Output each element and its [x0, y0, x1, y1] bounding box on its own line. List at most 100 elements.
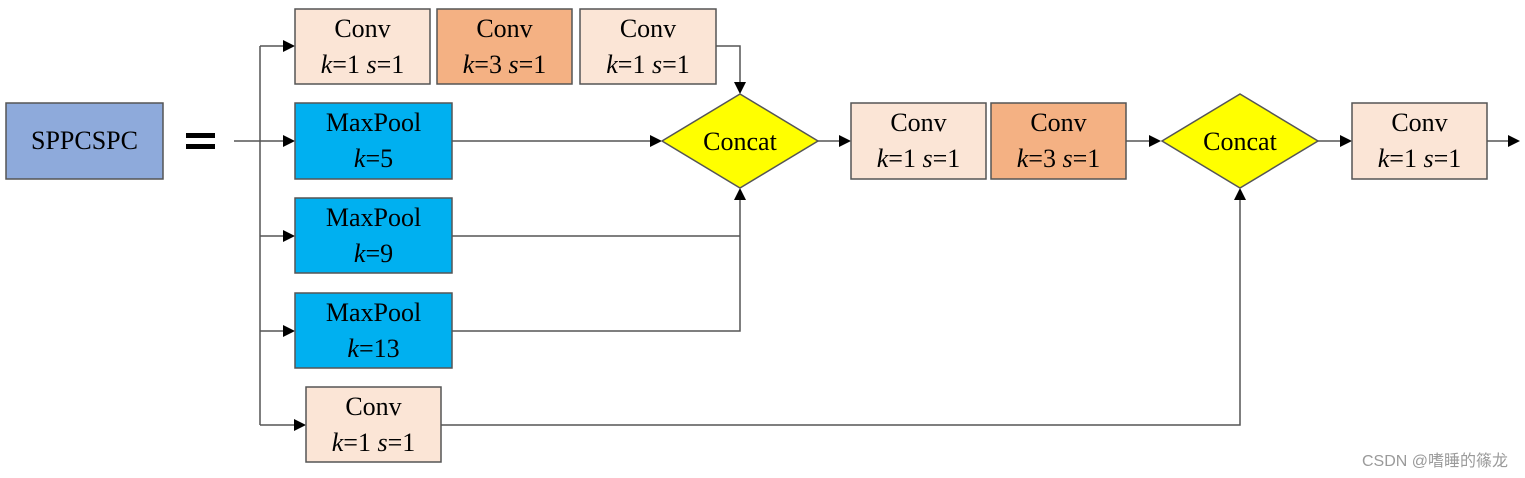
param-key: k	[347, 334, 359, 363]
watermark: CSDN @嗜睡的篠龙	[1362, 452, 1508, 470]
arrow-right-icon	[283, 230, 295, 242]
equals-bar-top	[186, 133, 215, 138]
conv-a3-name: Conv	[620, 14, 676, 43]
param-key: s	[652, 50, 662, 79]
conv-a3-box	[579, 8, 717, 85]
conv-out-params: k=1 s=1	[1378, 144, 1462, 173]
conv-c1-name: Conv	[890, 108, 946, 137]
param-key: k	[354, 144, 366, 173]
conv-a1-box	[294, 8, 431, 85]
arrowheads	[283, 40, 1520, 431]
sppcspc-box	[5, 102, 164, 180]
sppcspc-label: SPPCSPC	[31, 126, 138, 155]
conv-b-params: k=1 s=1	[332, 428, 416, 457]
maxpool13-box	[294, 292, 453, 369]
conv-b-name: Conv	[345, 392, 401, 421]
maxpool5-name: MaxPool	[326, 108, 421, 137]
arrow-down-icon	[734, 82, 746, 94]
param-key: k	[463, 50, 475, 79]
param-value: =1	[1434, 144, 1462, 173]
concat2-node: Concat	[1160, 93, 1320, 189]
arrow-right-icon	[839, 135, 851, 147]
param-value: =9	[365, 239, 393, 268]
param-value: =1	[388, 428, 416, 457]
conv-c1-box	[850, 102, 987, 180]
maxpool9-node: MaxPool k=9	[294, 197, 453, 274]
param-value: =3	[474, 50, 508, 79]
arrow-right-icon	[1149, 135, 1161, 147]
concat1-node: Concat	[660, 93, 820, 189]
param-key: s	[1423, 144, 1433, 173]
param-value: =1	[933, 144, 961, 173]
concat2-diamond	[1160, 93, 1320, 189]
param-key: s	[922, 144, 932, 173]
param-value: =1	[519, 50, 547, 79]
param-key: k	[332, 428, 344, 457]
conv-c1-params: k=1 s=1	[877, 144, 961, 173]
maxpool9-box	[294, 197, 453, 274]
conv-b-box	[305, 386, 442, 463]
param-value: =1	[1389, 144, 1423, 173]
maxpool13-params: k=13	[347, 334, 399, 363]
arrow-right-icon	[650, 135, 662, 147]
param-value: =1	[332, 50, 366, 79]
conv-out-name: Conv	[1391, 108, 1447, 137]
param-key: s	[1062, 144, 1072, 173]
param-key: k	[321, 50, 333, 79]
maxpool9-name: MaxPool	[326, 203, 421, 232]
sppcspc-node: SPPCSPC	[5, 102, 164, 180]
param-value: =1	[1073, 144, 1101, 173]
param-value: =3	[1028, 144, 1062, 173]
conv-a2-box	[436, 8, 573, 85]
param-key: s	[508, 50, 518, 79]
maxpool13-name: MaxPool	[326, 298, 421, 327]
maxpool13-node: MaxPool k=13	[294, 292, 453, 369]
param-value: =1	[343, 428, 377, 457]
param-value: =5	[365, 144, 393, 173]
arrow-up-icon	[1234, 188, 1246, 200]
param-key: k	[354, 239, 366, 268]
param-key: k	[1017, 144, 1029, 173]
param-value: =1	[377, 50, 405, 79]
arrow-right-icon	[283, 325, 295, 337]
wire-maxpool13-to-concat1	[452, 196, 741, 332]
concat1-diamond	[660, 93, 820, 189]
param-key: s	[366, 50, 376, 79]
arrow-right-icon	[294, 419, 306, 431]
param-key: k	[1378, 144, 1390, 173]
arrow-right-icon	[1508, 135, 1520, 147]
equals-bar-bottom	[186, 144, 215, 149]
param-key: k	[606, 50, 618, 79]
conv-a2-params: k=3 s=1	[463, 50, 547, 79]
concat1-label: Concat	[703, 127, 777, 156]
equals-sign	[186, 133, 215, 149]
arrow-right-icon	[1340, 135, 1352, 147]
conv-a1-params: k=1 s=1	[321, 50, 405, 79]
conv-a2-name: Conv	[476, 14, 532, 43]
maxpool5-node: MaxPool k=5	[294, 102, 453, 180]
conv-a1-name: Conv	[334, 14, 390, 43]
param-value: =1	[662, 50, 690, 79]
arrow-right-icon	[283, 40, 295, 52]
param-value: =13	[359, 334, 400, 363]
param-key: k	[877, 144, 889, 173]
maxpool5-params: k=5	[354, 144, 393, 173]
concat2-label: Concat	[1203, 127, 1277, 156]
param-key: s	[377, 428, 387, 457]
conv-c2-name: Conv	[1030, 108, 1086, 137]
conv-out-box	[1351, 102, 1488, 180]
maxpool5-box	[294, 102, 453, 180]
conv-c2-params: k=3 s=1	[1017, 144, 1101, 173]
wire-conv-b-to-concat2	[441, 196, 1241, 426]
arrow-right-icon	[283, 135, 295, 147]
maxpool9-params: k=9	[354, 239, 393, 268]
param-value: =1	[888, 144, 922, 173]
